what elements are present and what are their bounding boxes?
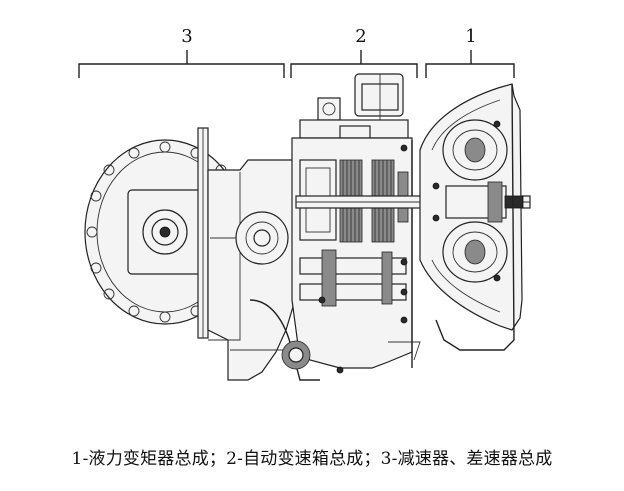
label-3: 3 (181, 26, 192, 47)
reducer-housing (197, 127, 320, 381)
bracket-3 (78, 50, 285, 78)
bracket-2 (290, 50, 418, 78)
bracket-1 (425, 50, 515, 78)
transmission-drawing: 3 2 1 (78, 26, 531, 381)
label-2: 2 (355, 26, 366, 47)
gearbox-assembly (281, 73, 421, 374)
clutch-packs (339, 159, 395, 243)
figure-caption: 1-液力变矩器总成；2-自动变速箱总成；3-减速器、差速器总成 (71, 449, 553, 469)
label-1: 1 (465, 26, 476, 47)
torque-converter (419, 83, 524, 351)
